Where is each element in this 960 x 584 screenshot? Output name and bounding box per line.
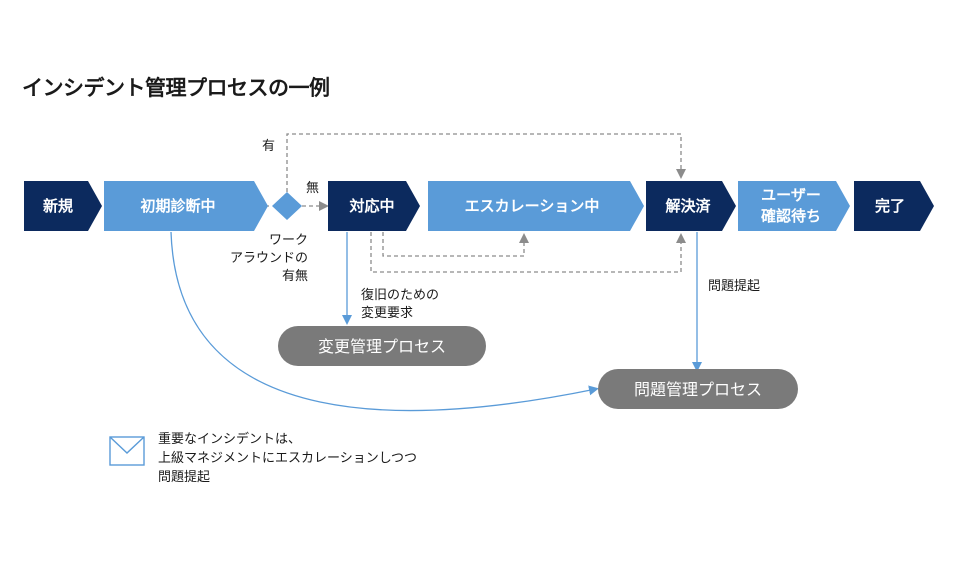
step-user-confirm: ユーザー 確認待ち [738,181,850,231]
step-resolved-label: 解決済 [665,197,711,215]
step-escalating-label: エスカレーション中 [465,197,600,215]
yes-path [286,133,686,192]
step-new: 新規 [24,181,102,231]
change-management-process: 変更管理プロセス [278,326,486,366]
step-in-progress: 対応中 [328,181,420,231]
step-complete: 完了 [854,181,934,231]
step-escalating: エスカレーション中 [428,181,644,231]
escalate-to-problem-arrow [170,231,599,412]
decision-caption-2: アラウンドの [230,251,308,266]
envelope-icon [109,436,145,466]
step-user-confirm-label-1: ユーザー [761,186,821,204]
note-line-3: 問題提起 [158,470,211,485]
decision-caption-3: 有無 [282,269,308,284]
note-line-1: 重要なインシデントは、 [158,432,302,447]
change-request-label-1: 復旧のための [361,287,439,303]
resolve-loop [370,232,686,273]
decision-no-label: 無 [306,181,319,196]
step-new-label: 新規 [43,197,73,215]
step-user-confirm-label-2: 確認待ち [760,207,821,225]
escalation-loop [382,232,529,257]
change-management-label: 変更管理プロセス [318,337,446,356]
problem-management-label: 問題管理プロセス [634,380,762,399]
step-complete-label: 完了 [875,197,905,215]
note-line-2: 上級マネジメントにエスカレーションしつつ [158,451,417,466]
page-title: インシデント管理プロセスの一例 [22,76,330,100]
step-in-progress-label: 対応中 [348,197,394,215]
step-initial-diagnosis: 初期診断中 [104,181,268,231]
problem-raise-label: 問題提起 [708,278,760,294]
decision-diamond [272,192,302,220]
problem-management-process: 問題管理プロセス [598,369,798,409]
decision-yes-label: 有 [262,139,275,154]
step-initial-diagnosis-label: 初期診断中 [140,197,215,215]
decision-caption-1: ワーク [269,233,308,248]
change-request-label-2: 変更要求 [361,305,413,321]
note-text: 重要なインシデントは、 上級マネジメントにエスカレーションしつつ 問題提起 [158,430,417,487]
step-resolved: 解決済 [646,181,736,231]
